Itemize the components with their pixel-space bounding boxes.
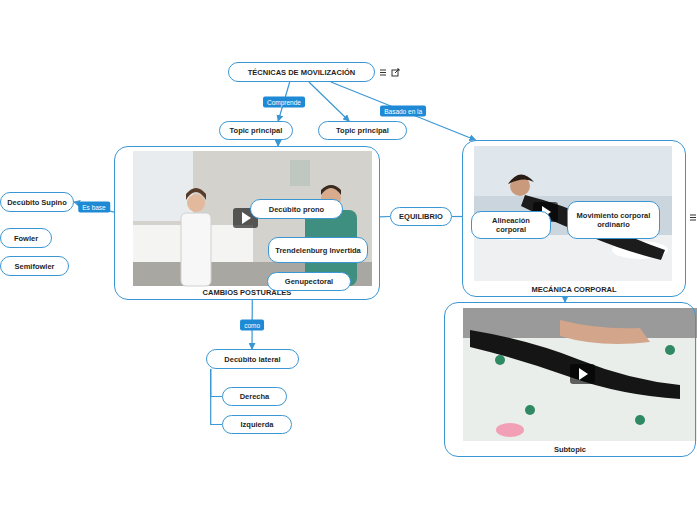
subtopic-pill: Genupectoral [267,272,351,291]
topic-text: Derecha [240,392,270,401]
subtopic-pill: Fowler [0,228,52,248]
connector [74,202,114,212]
image-topic: CAMBIOS POSTURALESDecúbito pronoTrendele… [114,146,380,300]
topic-pill: Topic principal [318,121,407,140]
topic-text: Movimiento corporal ordinario [572,211,655,229]
subtopic-pill: Alineación corporal [471,211,551,239]
topic-text: Izquierda [241,420,274,429]
relation-pill: EQUILIBRIO [390,207,452,226]
topic-text: Decúbito Supino [7,198,67,207]
photo-room [133,151,372,286]
menu-icons [380,69,696,220]
photo-lateral [463,308,697,441]
topic-text: Genupectoral [285,277,333,286]
connector [211,369,222,425]
topic-text: Topic principal [230,126,283,135]
connector-label: Comprende [263,96,305,107]
image-topic: MECÁNICA CORPORAL Alineación corporal Movi… [462,140,686,297]
topic-caption: Subtopic [445,445,695,454]
connector-label: Es base [78,202,110,213]
topic-caption: MECÁNICA CORPORAL [463,285,685,294]
connector-label: Basado en la [380,106,426,117]
connector [211,369,222,397]
topic-text: Fowler [14,234,38,243]
topic-pill: Topic principal [219,121,293,140]
subtopic-pill: Derecha [222,387,287,406]
subtopic-pill: Decúbito prono [250,199,343,219]
connector [309,82,349,121]
topic-text: TÉCNICAS DE MOVILIZACIÓN [248,68,356,77]
connector [452,216,462,217]
topic-text: Alineación corporal [476,216,546,234]
connector [380,216,390,218]
image-topic: Subtopic [444,302,696,457]
topic-text: EQUILIBRIO [399,212,443,221]
subtopic-pill: Movimiento corporal ordinario [567,201,660,239]
subtopic-pill: Decúbito lateral [206,349,299,369]
topic-text: Semifowler [14,262,54,271]
subtopic-pill: Decúbito Supino [0,192,74,212]
topic-text: Decúbito lateral [224,355,280,364]
connector-label: como [240,319,264,330]
topic-text: Trendelenburg Invertida [275,246,360,255]
subtopic-pill: Izquierda [222,415,292,434]
subtopic-pill: Semifowler [0,256,69,276]
topic-text: Decúbito prono [269,205,324,214]
subtopic-pill: Trendelenburg Invertida [268,237,368,263]
topic-text: Topic principal [336,126,389,135]
root-topic: TÉCNICAS DE MOVILIZACIÓN [228,62,375,82]
